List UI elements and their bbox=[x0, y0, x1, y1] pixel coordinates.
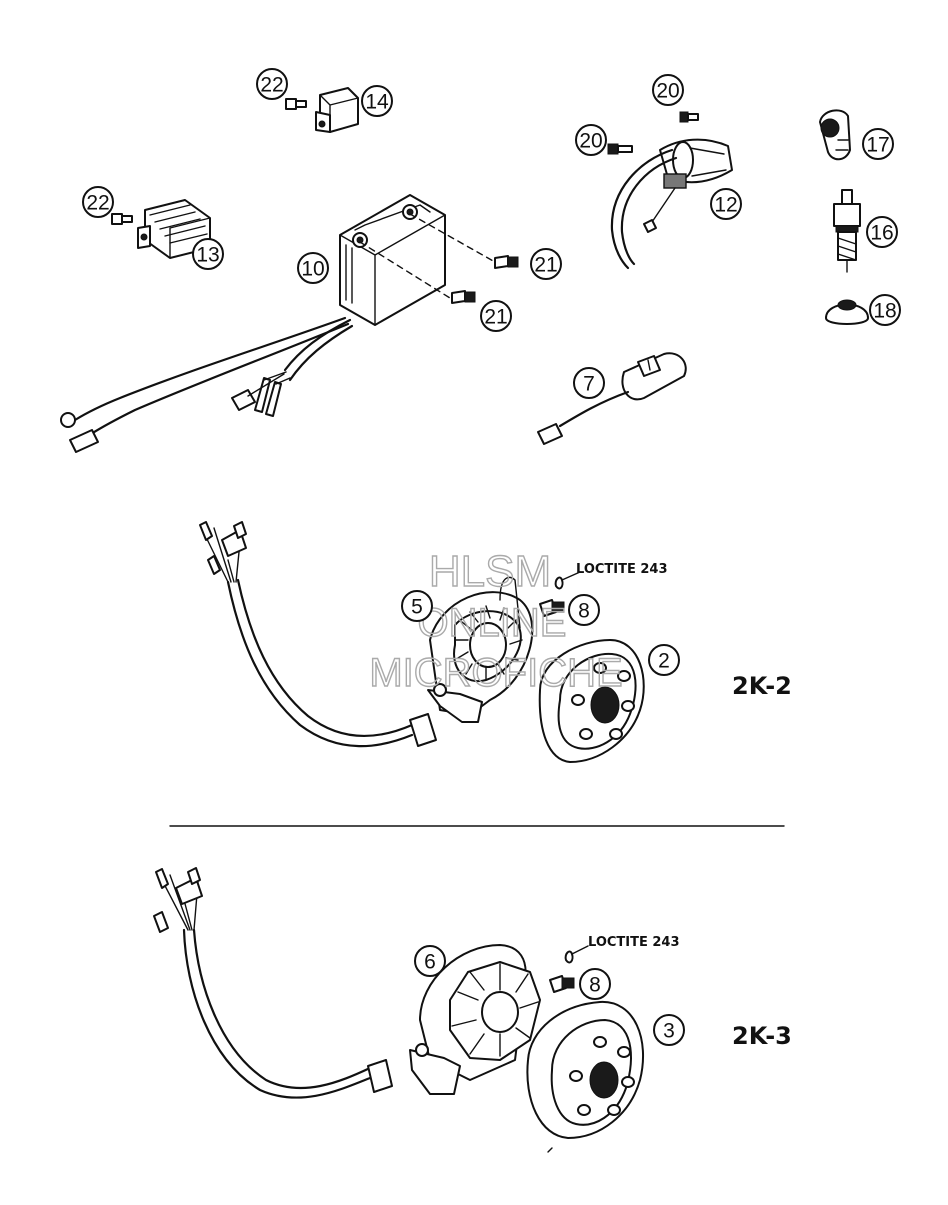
part-7-pickup bbox=[537, 352, 687, 445]
svg-text:17: 17 bbox=[866, 134, 889, 157]
svg-text:22: 22 bbox=[260, 74, 283, 97]
callout-14: 14 bbox=[361, 85, 393, 117]
svg-text:21: 21 bbox=[484, 306, 507, 329]
svg-text:18: 18 bbox=[873, 300, 896, 323]
svg-text:2: 2 bbox=[658, 650, 670, 673]
svg-text:20: 20 bbox=[656, 80, 679, 103]
screw-8-bottom bbox=[549, 945, 589, 993]
callout-20-lower: 20 bbox=[575, 124, 607, 156]
stator-2k3 bbox=[409, 944, 541, 1095]
stator-2k2 bbox=[427, 576, 534, 723]
screw-22-top bbox=[285, 98, 307, 110]
svg-text:6: 6 bbox=[424, 951, 436, 974]
part-18-washer bbox=[825, 299, 869, 325]
screw-8-top bbox=[539, 571, 581, 617]
callout-22-top: 22 bbox=[256, 68, 288, 100]
flywheel-2k3 bbox=[526, 1000, 645, 1139]
variant-label-2k3: 2K-3 bbox=[732, 1022, 792, 1050]
callout-12: 12 bbox=[710, 188, 742, 220]
callout-13: 13 bbox=[192, 238, 224, 270]
svg-text:21: 21 bbox=[534, 254, 557, 277]
callout-6: 6 bbox=[414, 945, 446, 977]
callout-3: 3 bbox=[653, 1014, 685, 1046]
watermark: HLSM ONLINE MICROFICHE bbox=[369, 546, 624, 695]
svg-text:7: 7 bbox=[583, 373, 595, 396]
callout-18: 18 bbox=[869, 294, 901, 326]
svg-text:8: 8 bbox=[578, 600, 590, 623]
stator-2k2-wiring bbox=[199, 521, 437, 748]
callout-16: 16 bbox=[866, 216, 898, 248]
svg-text:5: 5 bbox=[411, 596, 423, 619]
screw-22-left bbox=[111, 213, 133, 225]
part-17-spark-plug-cap bbox=[819, 109, 851, 161]
callout-21-upper: 21 bbox=[530, 248, 562, 280]
callout-17: 17 bbox=[862, 128, 894, 160]
part-14-relay bbox=[315, 87, 359, 133]
callout-20-upper: 20 bbox=[652, 74, 684, 106]
screws-20 bbox=[607, 111, 699, 155]
svg-text:MICROFICHE: MICROFICHE bbox=[369, 651, 622, 695]
callout-8-top: 8 bbox=[568, 594, 600, 626]
callout-5: 5 bbox=[401, 590, 433, 622]
callout-22-left: 22 bbox=[82, 186, 114, 218]
svg-text:22: 22 bbox=[86, 192, 109, 215]
callout-21-lower: 21 bbox=[480, 300, 512, 332]
stray-mark bbox=[547, 1147, 553, 1153]
part-16-spark-plug bbox=[833, 189, 861, 273]
screws-21 bbox=[451, 255, 519, 304]
svg-text:16: 16 bbox=[870, 222, 893, 245]
svg-text:HLSM: HLSM bbox=[429, 547, 551, 596]
svg-text:12: 12 bbox=[714, 194, 737, 217]
svg-text:20: 20 bbox=[579, 130, 602, 153]
callout-7: 7 bbox=[573, 367, 605, 399]
loctite-note-bottom: LOCTITE 243 bbox=[588, 935, 680, 950]
stator-2k3-wiring bbox=[153, 867, 393, 1099]
svg-text:14: 14 bbox=[365, 91, 389, 114]
variant-label-2k2: 2K-2 bbox=[732, 672, 792, 700]
loctite-note-top: LOCTITE 243 bbox=[576, 562, 668, 577]
flywheel-2k2 bbox=[538, 639, 645, 763]
svg-text:10: 10 bbox=[301, 258, 324, 281]
svg-text:8: 8 bbox=[589, 974, 601, 997]
part-12-ignition-coil bbox=[610, 138, 733, 270]
svg-text:3: 3 bbox=[663, 1020, 675, 1043]
callout-2: 2 bbox=[648, 644, 680, 676]
callout-10: 10 bbox=[297, 252, 329, 284]
svg-text:13: 13 bbox=[196, 244, 219, 267]
cdi-wiring-harness bbox=[60, 316, 354, 453]
callout-8-bottom: 8 bbox=[579, 968, 611, 1000]
svg-text:ONLINE: ONLINE bbox=[418, 601, 567, 645]
part-10-cdi-box bbox=[339, 194, 496, 326]
